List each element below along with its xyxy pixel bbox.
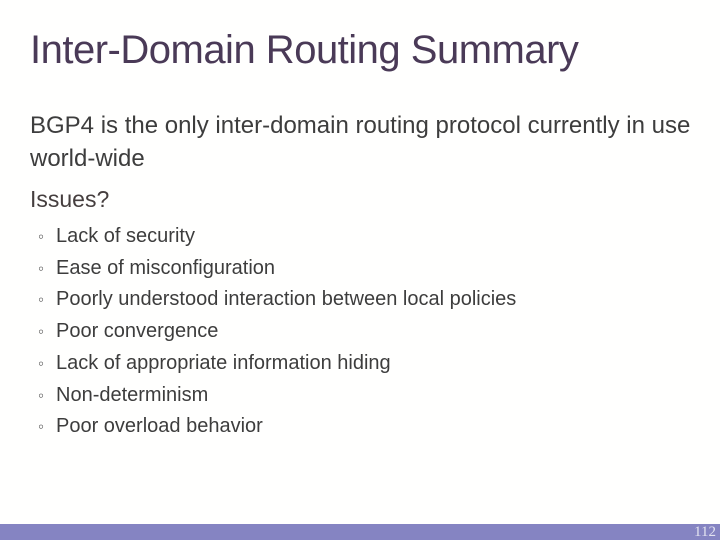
bullet-item: ◦ Poorly understood interaction between …: [38, 284, 516, 316]
page-number: 112: [694, 524, 716, 540]
bullet-item: ◦ Lack of security: [38, 221, 516, 253]
bullet-text: Poor convergence: [56, 320, 219, 343]
circle-bullet-icon: ◦: [38, 290, 45, 310]
circle-bullet-icon: ◦: [38, 417, 45, 437]
circle-bullet-icon: ◦: [38, 227, 45, 246]
bullet-text: Non-determinism: [56, 383, 209, 406]
bullet-list: ◦ Lack of security ◦ Ease of misconfigur…: [38, 221, 516, 443]
bullet-item: ◦ Lack of appropriate information hiding: [38, 348, 516, 380]
bullet-text: Poorly understood interaction between lo…: [56, 288, 517, 311]
bullet-item: ◦ Poor overload behavior: [38, 411, 516, 443]
body-paragraph: BGP4 is the only inter-domain routing pr…: [30, 112, 691, 172]
bullet-text: Lack of security: [56, 225, 195, 247]
circle-bullet-icon: ◦: [38, 385, 45, 405]
slide-title: Inter-Domain Routing Summary: [30, 28, 579, 72]
circle-bullet-icon: ◦: [38, 258, 45, 278]
circle-bullet-icon: ◦: [38, 353, 45, 373]
issues-heading: Issues?: [30, 186, 110, 212]
circle-bullet-icon: ◦: [38, 322, 45, 342]
footer-bar: [0, 524, 720, 540]
bullet-item: ◦ Poor convergence: [38, 316, 516, 348]
bullet-item: ◦ Ease of misconfiguration: [38, 253, 516, 285]
bullet-text: Lack of appropriate information hiding: [56, 351, 391, 374]
bullet-text: Ease of misconfiguration: [56, 256, 276, 279]
bullet-text: Poor overload behavior: [56, 415, 263, 438]
bullet-item: ◦ Non-determinism: [38, 380, 516, 412]
